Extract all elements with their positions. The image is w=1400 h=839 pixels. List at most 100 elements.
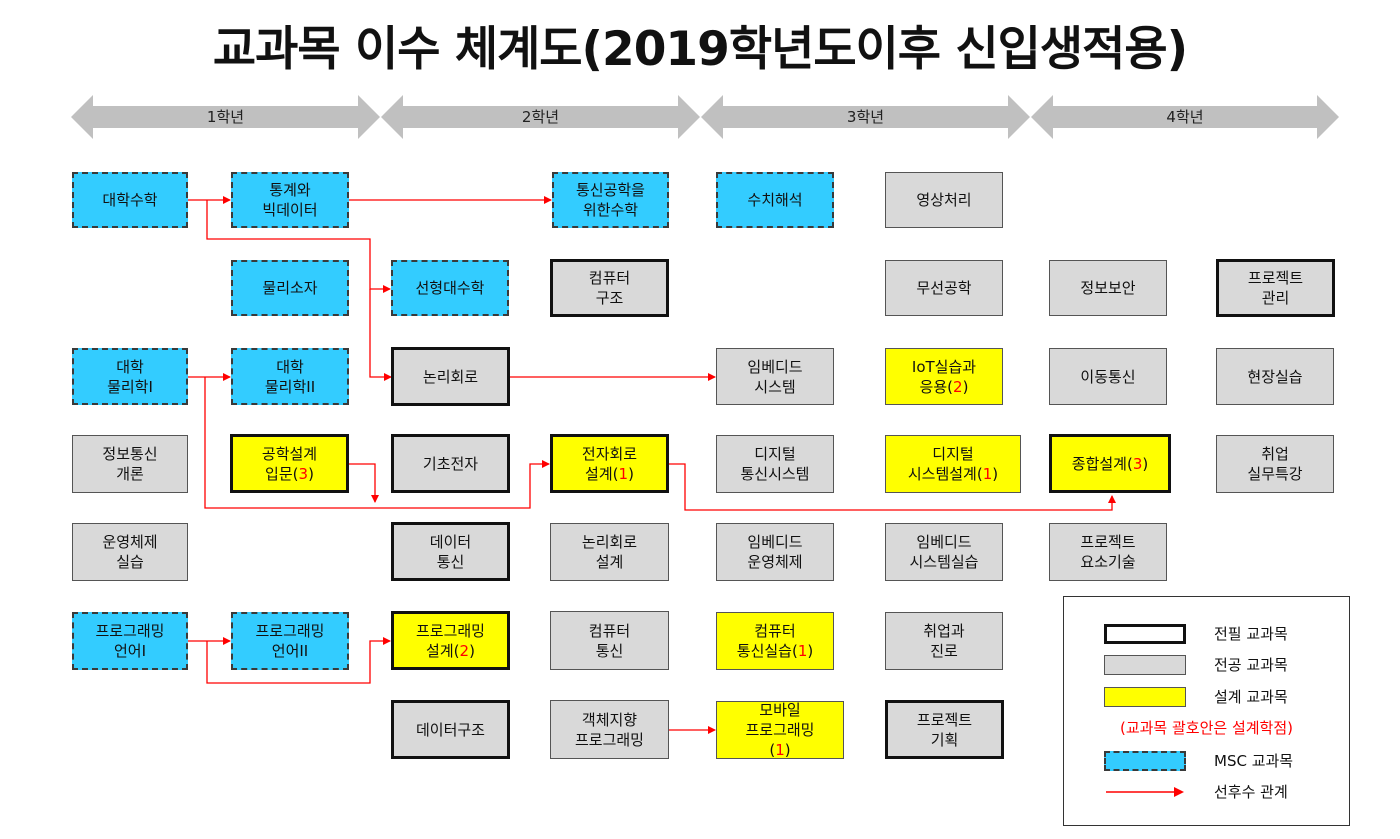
legend-note: (교과목 괄호안은 설계학점) — [1119, 719, 1294, 737]
course-label: 수치해석 — [747, 191, 803, 209]
course-label: 물리소자 — [262, 279, 318, 297]
year-band-3: 3학년 — [701, 95, 1030, 139]
legend-arrow-icon — [1106, 787, 1184, 797]
course-label: 이동통신 — [1080, 367, 1136, 386]
course-uni-math: 대학수학 — [72, 172, 188, 228]
course-field-practice: 현장실습 — [1216, 348, 1334, 405]
course-label: 대학수학 — [102, 191, 158, 209]
arrow-proglang1-progdesign — [206, 637, 391, 684]
course-label: 영상처리 — [916, 191, 972, 209]
year-band-arrow — [701, 95, 1030, 139]
legend-swatch-major — [1104, 655, 1186, 675]
course-label: 데이터구조 — [415, 720, 485, 739]
year-band-arrow — [1031, 95, 1339, 139]
design-credit: 1 — [982, 465, 993, 483]
year-label-1: 1학년 — [206, 108, 245, 126]
legend-row-major: 전공 교과목 — [1064, 652, 1349, 678]
design-credit: 1 — [775, 741, 785, 759]
year-label-2: 2학년 — [521, 108, 560, 126]
course-label: 무선공학 — [916, 279, 972, 297]
design-credit: 1 — [618, 464, 629, 483]
course-info-sec: 정보보안 — [1049, 260, 1167, 316]
legend-row-design: 설계 교과목 — [1064, 684, 1349, 710]
course-label: 선형대수학 — [415, 279, 485, 297]
course-capstone: 종합설계(3) — [1049, 434, 1171, 493]
course-label: 현장실습 — [1247, 367, 1303, 386]
legend-swatch-design — [1104, 687, 1186, 707]
design-credit: 3 — [298, 464, 309, 483]
course-logic-circuit: 논리회로 — [391, 347, 510, 406]
legend: 전필 교과목 전공 교과목 설계 교과목 (교과목 괄호안은 설계학점) MSC… — [1063, 596, 1350, 826]
legend-swatch-msc — [1104, 751, 1186, 771]
design-credit: 2 — [459, 641, 470, 660]
legend-label: 전공 교과목 — [1214, 656, 1288, 674]
course-wireless: 무선공학 — [885, 260, 1003, 316]
legend-row-required: 전필 교과목 — [1064, 621, 1349, 647]
arrow-unimath-logic — [369, 289, 392, 381]
course-label: 정보보안 — [1080, 279, 1136, 297]
year-band-arrow — [381, 95, 700, 139]
legend-label: 전필 교과목 — [1214, 625, 1288, 643]
legend-swatch-required — [1104, 624, 1186, 644]
course-linear-alg: 선형대수학 — [391, 260, 509, 316]
year-label-3: 3학년 — [846, 108, 885, 126]
course-physics-elem: 물리소자 — [231, 260, 349, 316]
design-credit: 2 — [953, 377, 963, 396]
design-credit: 3 — [1132, 454, 1143, 473]
legend-label: MSC 교과목 — [1214, 752, 1294, 770]
arrow-unimath-linearalg — [206, 200, 391, 293]
arrow-eleccircuit-capstone — [669, 463, 1116, 511]
course-data-struct: 데이터구조 — [391, 700, 510, 759]
course-label: 종합설계(3) — [1071, 454, 1149, 473]
